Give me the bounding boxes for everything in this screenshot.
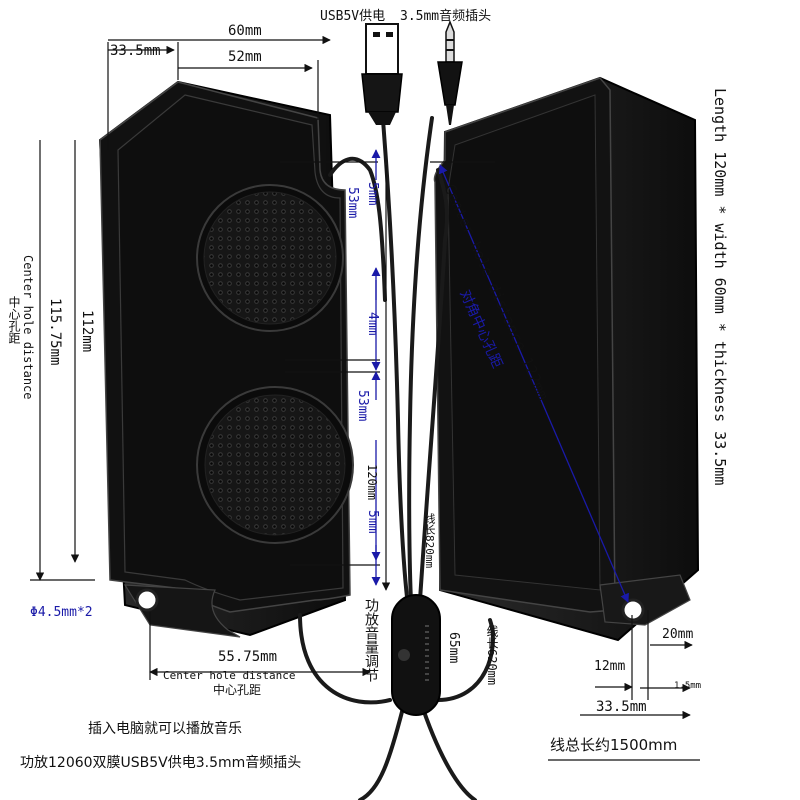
- center-hole-cn-label: 中心孔距: [7, 296, 21, 344]
- control-65-label: 65mm: [446, 632, 461, 664]
- length-112-label: 112mm: [79, 310, 95, 353]
- dim-55-75: 55.75mm: [218, 649, 278, 665]
- bottom-center-cn: 中心孔距: [213, 683, 262, 697]
- dim-53-top: 53mm: [345, 187, 360, 219]
- dim-33-5-right: 33.5mm: [596, 699, 647, 715]
- cable-620-label: 线长620mm: [485, 625, 499, 686]
- dim-20: 20mm: [662, 627, 694, 642]
- jack-label: 3.5mm音频插头: [400, 9, 492, 24]
- volume-control-icon: [391, 594, 441, 716]
- caption-line-1: 插入电脑就可以播放音乐: [88, 721, 242, 737]
- dim-12: 12mm: [594, 659, 626, 674]
- cable-820-label: 线长820mm: [423, 513, 436, 569]
- spec-text: Length 120mm * width 60mm * thickness 33…: [711, 88, 729, 486]
- dim-5-top: 5mm: [365, 182, 380, 206]
- power-label: USB5V供电: [320, 9, 386, 24]
- center-hole-en-label: Center hole distance: [21, 255, 35, 400]
- left-speaker: [98, 80, 354, 638]
- dim-5-bottom: 5mm: [365, 510, 380, 534]
- dimension-lines: [30, 35, 700, 761]
- usb-plug-icon: [361, 23, 403, 125]
- width-60-label: 60mm: [228, 23, 262, 39]
- audio-jack-icon: [437, 19, 463, 125]
- volume-label: 功放音量调节: [363, 598, 379, 682]
- bottom-center-en: Center hole distance: [163, 669, 296, 682]
- total-length-label: 线总长约1500mm: [550, 736, 678, 754]
- hole-size-label: Φ4.5mm*2: [30, 605, 93, 620]
- width-33-5-label: 33.5mm: [110, 43, 161, 59]
- dim-1-5: 1.5mm: [674, 681, 702, 691]
- blue-dimension-lines: [371, 149, 629, 603]
- dim-53-bottom: 53mm: [355, 390, 370, 422]
- dim-4: 4mm: [365, 312, 380, 336]
- width-52-label: 52mm: [228, 49, 262, 65]
- caption-line-2: 功放12060双膜USB5V供电3.5mm音频插头: [20, 755, 302, 771]
- dim-120: 120mm: [365, 464, 379, 501]
- length-115-75-label: 115.75mm: [47, 298, 63, 366]
